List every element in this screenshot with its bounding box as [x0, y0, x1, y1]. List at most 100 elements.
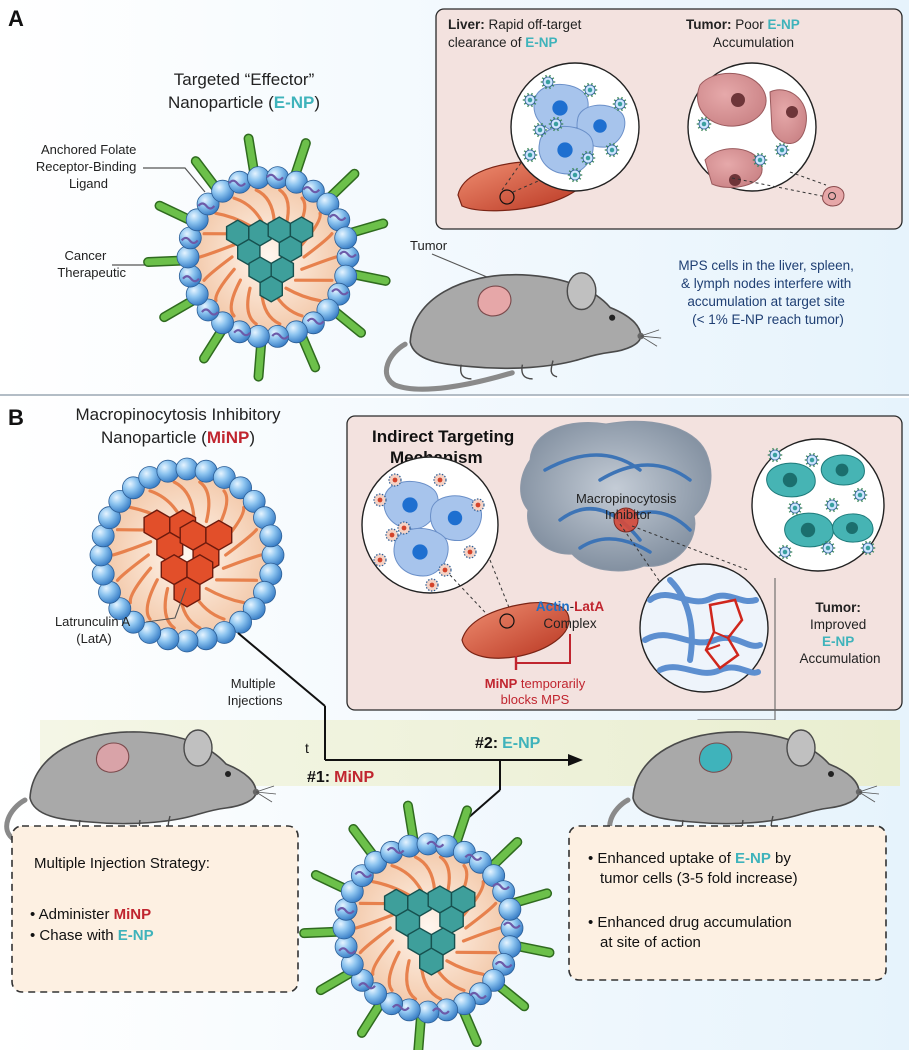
lipid-tail — [254, 188, 276, 224]
lipid-bead — [175, 629, 199, 653]
liver-zoom-circle-b — [361, 456, 499, 594]
minp-core — [442, 567, 448, 573]
lipid-tail — [202, 255, 234, 282]
lipid-bead — [228, 170, 252, 194]
tumor-improved-label: Tumor: Improved E-NP Accumulation — [799, 600, 880, 666]
peg-linker — [266, 173, 284, 181]
peg-linker — [426, 840, 445, 848]
lipid-bead — [316, 298, 340, 322]
actin-ribbon — [667, 577, 695, 663]
peg-linker — [336, 907, 355, 915]
minp-core — [401, 525, 407, 531]
mouse-eye — [225, 771, 231, 777]
folate-ligand — [317, 968, 356, 994]
tumor-nucleus-teal — [800, 522, 816, 538]
minp-nanoparticle — [89, 457, 285, 653]
lipid-tail — [198, 243, 236, 259]
lipid-tail — [224, 528, 259, 557]
mouse-eye — [609, 314, 616, 321]
panel-b-letter: B — [8, 405, 24, 430]
outcome1-line2: tumor cells (3-5 fold increase) — [600, 870, 798, 887]
minp-title-line1: Macropinocytosis Inhibitory — [75, 405, 281, 424]
folate-ligand — [452, 806, 471, 848]
drug-hexagon — [419, 947, 444, 976]
liver-zoom-marker-b — [499, 613, 515, 629]
strategy-box — [11, 825, 299, 993]
lipid-bead — [266, 324, 290, 348]
mouse-a — [383, 272, 662, 392]
step2-label: #2:E-NP — [475, 735, 541, 752]
strategy-item1: • Administer MiNP — [30, 906, 151, 923]
lipid-bead — [266, 166, 290, 190]
lipid-tail — [300, 255, 338, 271]
peg-linker — [494, 960, 513, 969]
enp-nanoparticle-a — [143, 133, 391, 382]
therapeutic-label: Cancer Therapeutic — [57, 248, 126, 280]
protein-ribbon — [543, 453, 642, 472]
actin-ribbon — [642, 632, 763, 649]
peg-linker — [386, 846, 405, 855]
inhibition-arrow — [516, 634, 571, 664]
liver-heading-line1: Liver: Rapid off-target — [448, 17, 582, 32]
lipid-tail — [354, 913, 395, 930]
mps-note: MPS cells in the liver, spleen, & lymph … — [678, 258, 857, 327]
lipid-tail — [302, 232, 334, 259]
lipid-bead — [284, 320, 308, 344]
liver-zoom-line-b — [489, 559, 513, 616]
lipid-bead — [498, 897, 522, 921]
lipid-bead — [242, 489, 266, 513]
lata-binding-zoom — [639, 563, 769, 693]
tumor-zoom-marker — [828, 192, 836, 200]
lipid-tail — [172, 480, 196, 519]
step1-label: #1:MiNP — [307, 769, 374, 786]
np-core — [779, 147, 785, 153]
np-core — [792, 505, 798, 511]
lipid-tail — [284, 286, 322, 303]
mouse-ear — [566, 272, 597, 311]
lipid-tail — [115, 553, 150, 582]
complex-label: Complex — [543, 616, 597, 631]
peg-linker — [306, 317, 325, 325]
peg-linker — [354, 870, 373, 879]
lipid-bead — [242, 597, 266, 620]
cell-nucleus — [593, 119, 607, 133]
tumor-nucleus — [786, 106, 798, 118]
enp-title-line2: Nanoparticle (E-NP) — [168, 93, 320, 112]
folate-ligand — [358, 998, 385, 1037]
lipid-tail — [221, 553, 263, 570]
minp-core — [437, 477, 443, 483]
latA-leader-line — [145, 587, 187, 623]
lipid-tail — [232, 196, 264, 224]
latA-label: Latrunculin A (LatA) — [55, 614, 133, 646]
peg-linker — [302, 186, 321, 194]
mouse-whisker — [640, 335, 658, 347]
liver-heading-line2: clearance of E-NP — [448, 35, 558, 50]
peg-linker — [339, 250, 357, 258]
mouse-whisker — [255, 791, 277, 795]
minp-core — [429, 582, 435, 588]
peg-linker — [228, 179, 247, 187]
mouse-whisker — [858, 791, 880, 795]
lipid-tail — [405, 959, 418, 1001]
peg-linker — [358, 982, 376, 990]
lipid-bead — [185, 208, 209, 232]
peg-linker — [233, 329, 251, 337]
mouse-tail — [383, 341, 515, 392]
strategy-item2: • Chase with E-NP — [30, 927, 154, 944]
lipid-tail — [413, 855, 437, 893]
lipid-bead — [316, 192, 340, 216]
np-core — [585, 155, 591, 161]
tumor-nucleus — [731, 93, 745, 107]
minp-core — [475, 502, 481, 508]
np-core — [609, 147, 615, 153]
blocks-mps-line2: blocks MPS — [501, 692, 570, 707]
lipid-bead — [246, 166, 270, 190]
mouse-tumor — [698, 742, 733, 773]
np-core — [537, 127, 543, 133]
lipid-tail — [371, 880, 411, 897]
drug-hexagon — [259, 275, 283, 303]
lipid-bead — [121, 476, 145, 500]
np-core — [857, 492, 863, 498]
actin-lata-label: Actin-LatA — [536, 599, 605, 614]
peg-linker — [182, 275, 200, 283]
